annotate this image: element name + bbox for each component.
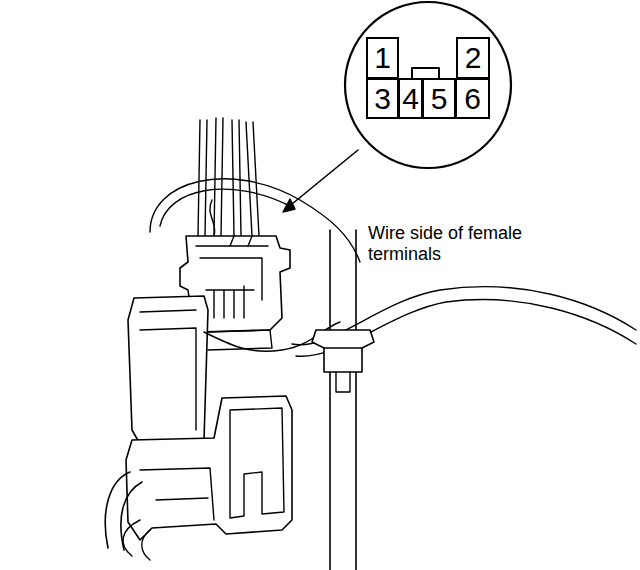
wire [214, 118, 223, 236]
harness-wire [150, 179, 360, 262]
pin-number: 3 [374, 84, 391, 114]
pin-cell: 6 [455, 78, 490, 119]
illustration [105, 2, 636, 570]
callout-label: Wire side of female terminals [366, 222, 530, 265]
harness-wire [160, 189, 290, 226]
pin-number: 1 [374, 43, 391, 73]
pipe-clip [312, 330, 374, 372]
cable [123, 520, 150, 560]
pin-cell: 5 [422, 78, 456, 119]
pin-cell: 3 [366, 78, 399, 119]
wire [246, 122, 259, 236]
wire [232, 120, 241, 236]
pin-number: 2 [465, 43, 482, 73]
pin-cell: 2 [456, 37, 490, 79]
connector-detail [140, 468, 214, 520]
clip-detail [324, 348, 362, 392]
connector-housing [126, 396, 292, 540]
callout-circle [345, 2, 511, 168]
pin-number: 4 [402, 84, 419, 114]
pin-cell: 4 [398, 78, 423, 119]
callout-arrow [292, 150, 358, 204]
pin-number: 5 [431, 84, 448, 114]
pipe [330, 230, 356, 570]
connector-detail [230, 236, 252, 246]
wire [198, 120, 207, 236]
wire [210, 200, 215, 236]
connector-latch [230, 408, 284, 518]
pin-cell: 1 [366, 37, 399, 79]
pin-number: 6 [464, 84, 481, 114]
